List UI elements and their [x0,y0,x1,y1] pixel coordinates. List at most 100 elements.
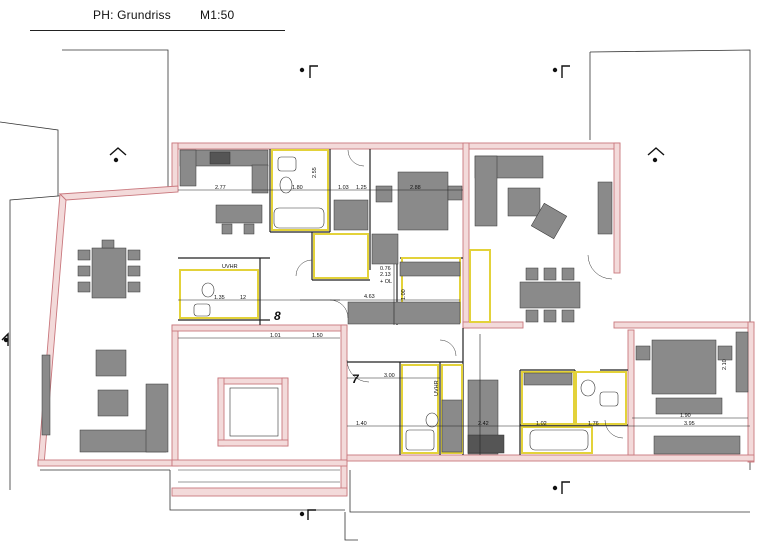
section-markers [1,65,665,520]
chair-rb3 [561,309,575,323]
coffee-table-right [507,187,541,217]
wall-lower-terrace [171,487,348,497]
bed-top [397,171,449,231]
shelf-right [735,331,749,393]
section-marker-7 [299,509,316,520]
coffee-table-left [97,389,129,417]
wall-right-mid [613,321,755,329]
dim-210: 2.10 [722,359,728,370]
wall-stair-top [171,324,348,332]
dim-125: 1.25 [356,185,367,191]
room-number-8: 8 [274,309,281,323]
sink-8 [193,303,211,317]
chair-rt1 [525,267,539,281]
chair-rt3 [561,267,575,281]
chair-l2 [77,265,91,277]
wardrobe-hall-1 [399,261,461,277]
plan-title: PH: Grundriss M1:50 [93,8,234,22]
wardrobe-top [333,199,369,231]
kitchen-sink [209,151,231,165]
title-underline [30,30,285,31]
plan-scale: M1:50 [200,8,235,22]
nightstand-r2 [717,345,733,361]
stair-void-bottom [217,439,289,447]
furniture [41,149,749,455]
dining-table-right [519,281,581,309]
section-marker-2 [552,65,570,78]
dim-076: 0.76 [380,266,391,272]
dim-277: 2.77 [215,185,226,191]
armchair-left [95,349,127,377]
nightstand-2 [447,185,463,201]
section-marker-3 [109,147,127,163]
nightstand-r1 [635,345,651,361]
chair-rb2 [543,309,557,323]
terrace-bottom-step [344,512,358,541]
chair-r1 [127,249,141,261]
inner-walls [178,149,628,455]
sanitary [193,156,619,451]
wall-center-vertical [462,142,470,329]
dim-140: 1.40 [356,421,367,427]
chair-l3 [77,281,91,293]
wall-center-horiz [462,321,524,329]
nightstand-1 [375,185,393,203]
bathtub-right [529,429,589,451]
dim-288: 2.88 [410,185,421,191]
dim-180: 1.80 [292,185,303,191]
wardrobe-right [653,435,741,455]
sofa-side [145,383,169,453]
dim-102: 1.02 [536,421,547,427]
dresser-right [655,397,723,415]
walls [37,142,755,497]
shower-7 [405,429,435,451]
chair-r3 [127,281,141,293]
dim-255: 2.55 [312,167,318,178]
wall-top-right [463,142,621,150]
sofa-right-side [474,155,498,227]
section-marker-1 [299,65,318,78]
wall-stair-right [340,324,348,496]
section-marker-5 [1,332,9,346]
wall-right-outer [747,321,755,463]
toilet-8 [201,282,215,298]
desk-top [371,233,399,265]
sink-top [277,156,297,172]
toilet-top [279,176,293,194]
room-number-7: 7 [352,372,360,386]
uvhr-label-1: UVHR [222,264,238,270]
kitchen-counter-left [179,149,197,187]
dim-190: 1.90 [680,413,691,419]
dim-242: 2.42 [478,421,489,427]
bar-stool-2 [243,223,255,235]
chair-rb1 [525,309,539,323]
kitchen-fridge [251,164,269,194]
terrace-left-side [9,195,59,490]
sink-right [599,391,619,407]
wall-bottom-left [37,459,179,467]
washing-machine [467,434,505,454]
dining-table-left [91,247,127,299]
stair-void-top [217,377,289,385]
uvhr-label-2: UVHR [434,380,440,396]
stair-void-left [217,377,225,447]
section-marker-6 [552,481,570,494]
tv-unit-right [597,181,613,235]
section-marker-4 [647,147,665,163]
sideboard-left [41,354,51,436]
kitchen-island [215,204,263,224]
wall-bottom-right [346,454,755,462]
dim-ol: + OL [380,279,392,285]
dim-135: 1.35 [214,295,225,301]
wall-stair-left [171,324,179,466]
wardrobe-hall-2 [347,301,461,325]
terrace-left-top [0,49,169,197]
wall-bedroom2-left [627,329,635,456]
dim-12: 12 [240,295,246,301]
dim-176: 1.76 [588,421,599,427]
bar-stool-1 [221,223,233,235]
wall-right-upper [613,142,621,274]
dim-100: 1.00 [401,289,407,300]
terrace-bottom-right [349,470,750,513]
